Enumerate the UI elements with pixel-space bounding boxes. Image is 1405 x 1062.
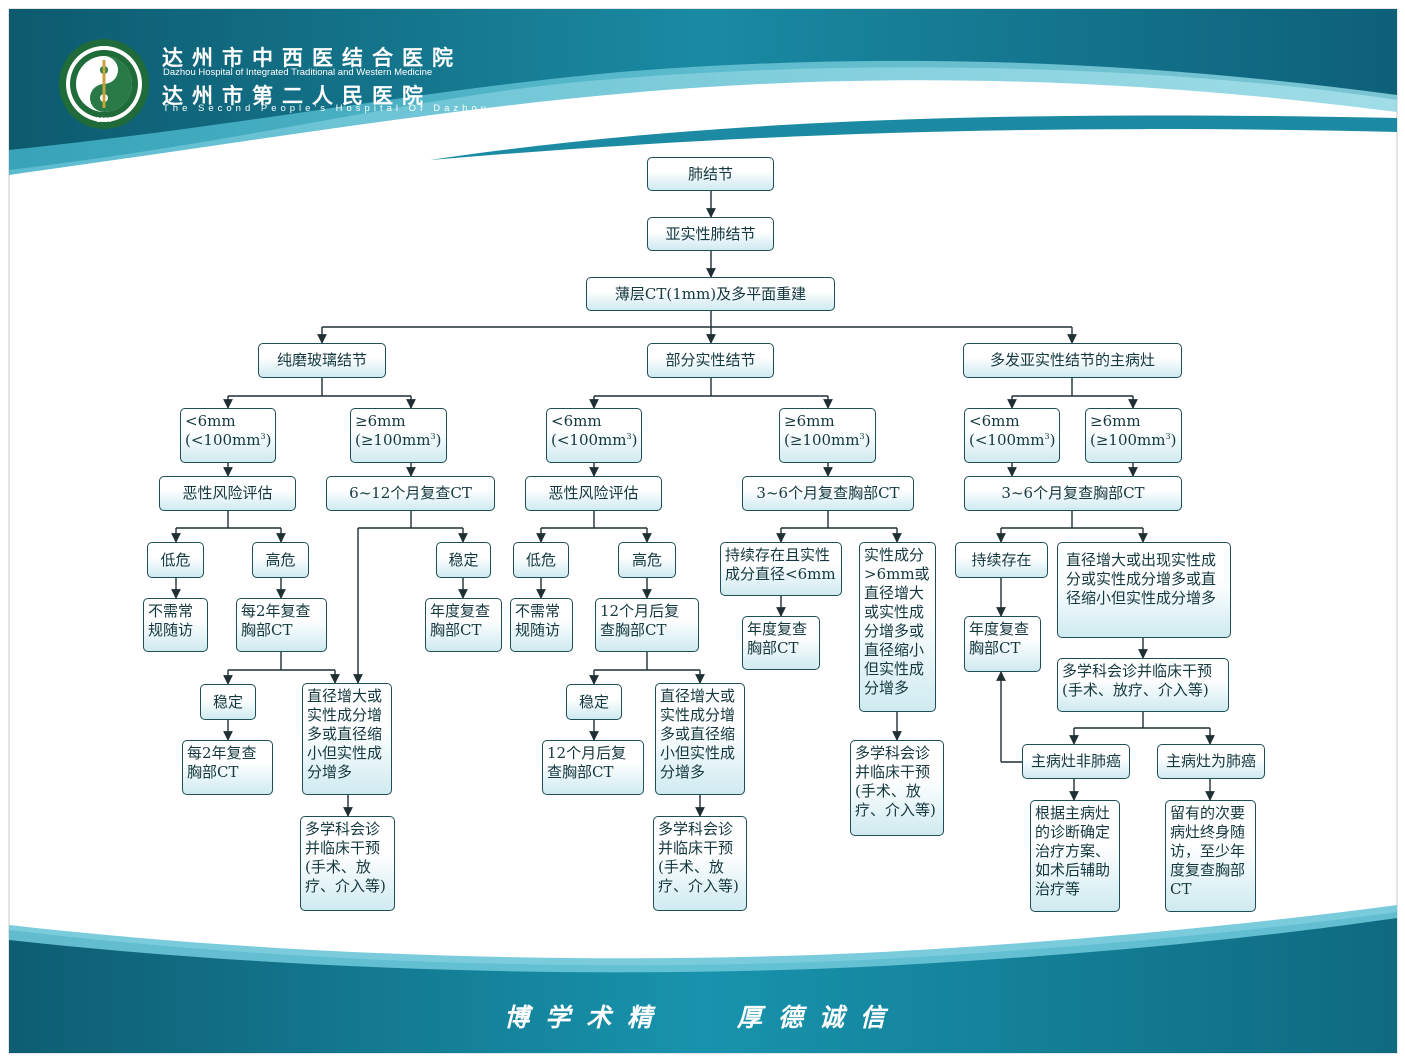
node-mul-persist: 持续存在 <box>955 542 1048 578</box>
node-ps-lt6mm: <6mm (<100mm3) <box>546 408 642 463</box>
node-ps-annual-ct: 年度复查胸部CT <box>742 616 820 670</box>
hospital-name-en-1: Dazhou Hospital of Integrated Traditiona… <box>163 67 433 78</box>
node-ps-recheck-3-6: 3~6个月复查胸部CT <box>742 476 914 511</box>
node-ps-recheck-12m-2: 12个月后复查胸部CT <box>542 740 644 795</box>
node-ps-stable: 稳定 <box>566 684 622 720</box>
node-ps-ge6mm: ≥6mm (≥100mm3) <box>779 408 876 463</box>
hospital-name-cn-1: 达州市中西医结合医院 <box>162 45 462 70</box>
node-ggn-ge6mm: ≥6mm (≥100mm3) <box>350 408 447 463</box>
node-mul-secondary-followup: 留有的次要病灶终身随访，至少年度复查胸部CT <box>1165 800 1256 912</box>
node-ggn-stable: 稳定 <box>436 542 491 578</box>
node-mul-annual-ct: 年度复查胸部CT <box>964 616 1041 672</box>
hospital-name-cn-2: 达州市第二人民医院 <box>162 83 432 108</box>
node-ggn-every2y: 每2年复查胸部CT <box>236 598 327 652</box>
node-ps-no-followup: 不需常规随访 <box>510 598 573 652</box>
node-ggn-recheck-6-12: 6~12个月复查CT <box>326 476 495 511</box>
svg-text:1953: 1953 <box>96 117 112 124</box>
node-ps-risk-eval: 恶性风险评估 <box>525 476 662 511</box>
node-mul-growth: 直径增大或出现实性成分或实性成分增多或直径缩小但实性成分增多 <box>1057 542 1231 638</box>
node-thin-section-ct: 薄层CT(1mm)及多平面重建 <box>586 277 835 311</box>
node-ggn-mdt: 多学科会诊并临床干预(手术、放疗、介入等) <box>300 816 395 911</box>
node-ps-high-risk: 高危 <box>618 542 676 578</box>
node-ps-low-risk: 低危 <box>513 542 569 578</box>
node-ggn-risk-eval: 恶性风险评估 <box>159 476 296 511</box>
node-ggn-growth: 直径增大或实性成分增多或直径缩小但实性成分增多 <box>302 683 392 795</box>
node-ps-persist-lt6: 持续存在且实性成分直径<6mm <box>720 542 842 596</box>
node-ps-mdt-2: 多学科会诊并临床干预(手术、放疗、介入等) <box>850 740 944 836</box>
hospital-name-en-2: The Second People's Hospital Of Dazhou <box>163 103 491 114</box>
node-ps-growth: 直径增大或实性成分增多或直径缩小但实性成分增多 <box>655 683 745 795</box>
motto-part-2: 厚德诚信 <box>736 1003 901 1032</box>
node-part-solid: 部分实性结节 <box>647 343 774 378</box>
node-multiple-subsolid: 多发亚实性结节的主病灶 <box>963 343 1182 378</box>
node-mul-recheck-3-6: 3~6个月复查胸部CT <box>964 476 1182 511</box>
node-mul-main-cancer: 主病灶为肺癌 <box>1157 744 1265 779</box>
node-ggn-high-risk: 高危 <box>252 542 309 578</box>
node-ps-mdt: 多学科会诊并临床干预(手术、放疗、介入等) <box>653 816 747 911</box>
node-ggn-low-risk: 低危 <box>147 542 204 578</box>
node-pure-ggn: 纯磨玻璃结节 <box>258 343 386 378</box>
motto-part-1: 博学术精 <box>504 1003 669 1032</box>
node-subsolid-nodule: 亚实性肺结节 <box>647 217 774 251</box>
hospital-logo: 1953 <box>59 39 149 129</box>
node-ggn-stable-2: 稳定 <box>200 684 256 720</box>
node-ps-solid-ge6: 实性成分>6mm或直径增大或实性成分增多或直径缩小但实性成分增多 <box>859 542 936 712</box>
node-ggn-lt6mm: <6mm (<100mm3) <box>180 408 276 463</box>
node-ggn-no-followup: 不需常规随访 <box>143 598 208 652</box>
footer-motto: 博学术精 厚德诚信 <box>0 998 1405 1034</box>
node-mul-lt6mm: <6mm (<100mm3) <box>964 408 1060 463</box>
node-mul-mdt: 多学科会诊并临床干预(手术、放疗、介入等) <box>1057 658 1229 712</box>
node-mul-treat-by-dx: 根据主病灶的诊断确定治疗方案、如术后辅助治疗等 <box>1030 800 1120 912</box>
node-ggn-annual-ct: 年度复查胸部CT <box>425 598 502 652</box>
node-ps-recheck-12m: 12个月后复查胸部CT <box>595 598 699 652</box>
node-mul-main-not-cancer: 主病灶非肺癌 <box>1022 744 1130 779</box>
node-ggn-every2y-2: 每2年复查胸部CT <box>182 740 273 795</box>
node-lung-nodule: 肺结节 <box>647 157 774 191</box>
node-mul-ge6mm: ≥6mm (≥100mm3) <box>1085 408 1182 463</box>
